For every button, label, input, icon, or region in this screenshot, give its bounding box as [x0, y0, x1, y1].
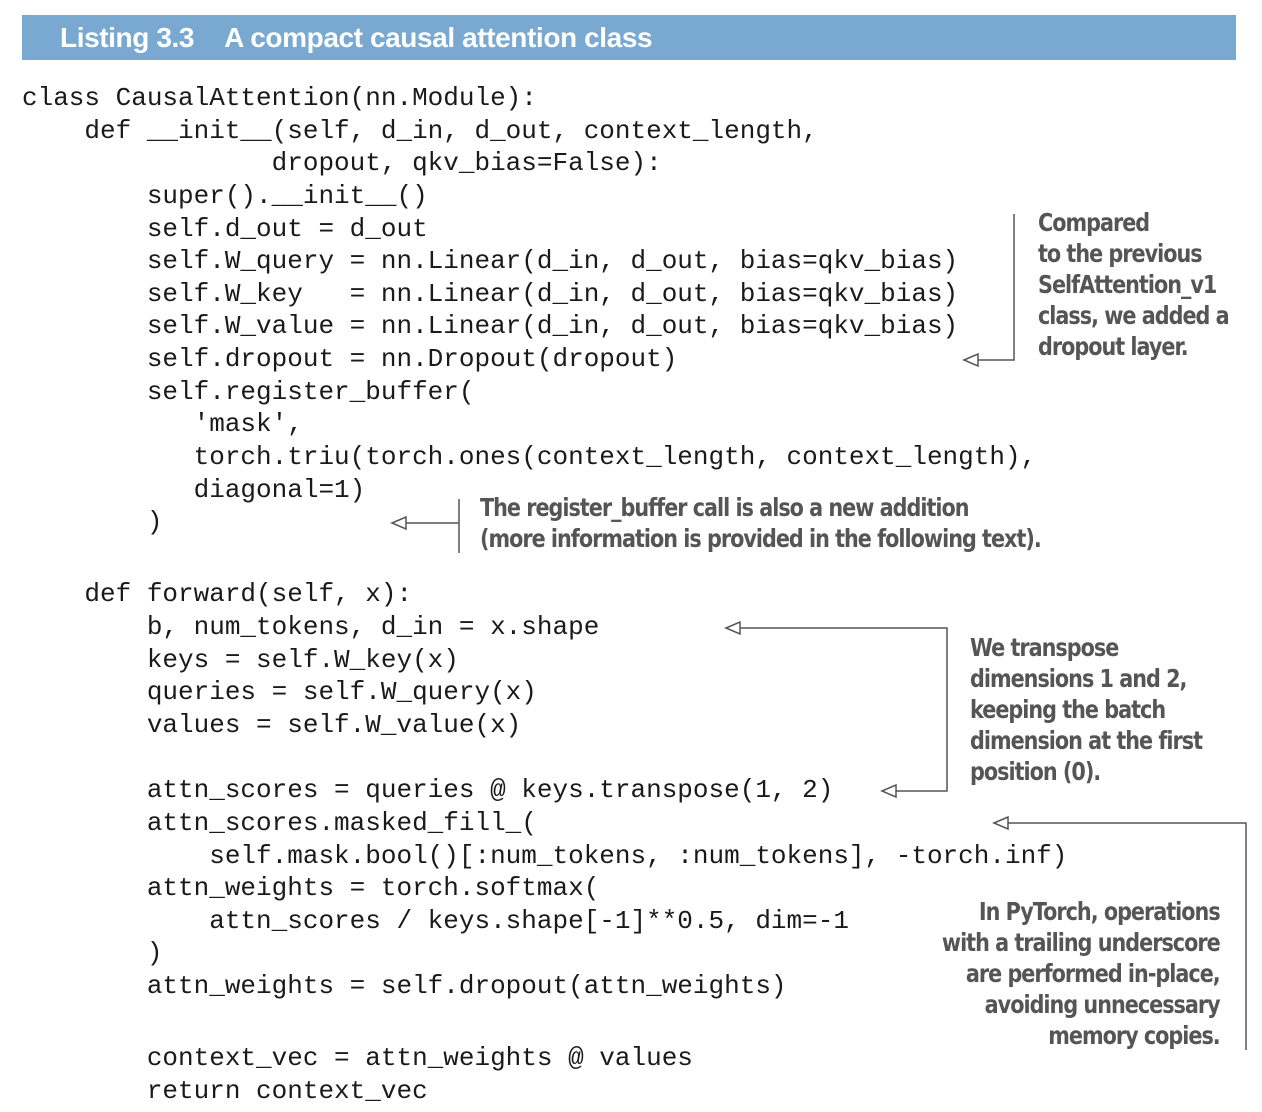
code-line: b, num_tokens, d_in = x.shape — [22, 612, 600, 642]
code-line: attn_weights = self.dropout(attn_weights… — [22, 971, 787, 1001]
code-line: torch.triu(torch.ones(context_length, co… — [22, 442, 1037, 472]
transpose-callout-line — [740, 627, 948, 792]
buffer-arrow-icon — [390, 515, 407, 531]
code-line: dropout, qkv_bias=False): — [22, 148, 662, 178]
transpose-annotation: We transpose dimensions 1 and 2, keeping… — [970, 633, 1203, 786]
inplace-arrow-icon — [992, 815, 1009, 831]
code-line: ) — [22, 938, 163, 968]
dropout-annotation: Compared to the previous SelfAttention_v… — [1038, 208, 1230, 361]
code-line: self.mask.bool()[:num_tokens, :num_token… — [22, 841, 1068, 871]
dropout-callout-line — [978, 214, 1015, 361]
code-line: super().__init__() — [22, 181, 428, 211]
code-line: self.W_key = nn.Linear(d_in, d_out, bias… — [22, 279, 959, 309]
dropout-arrow-icon — [962, 352, 979, 368]
code-line: ) — [22, 507, 163, 537]
inplace-annotation: In PyTorch, operations with a trailing u… — [942, 897, 1221, 1050]
code-line: diagonal=1) — [22, 475, 366, 505]
code-line: context_vec = attn_weights @ values — [22, 1043, 693, 1073]
code-line: attn_scores / keys.shape[-1]**0.5, dim=-… — [22, 906, 849, 936]
code-line: attn_scores.masked_fill_( — [22, 808, 537, 838]
code-line: queries = self.W_query(x) — [22, 677, 537, 707]
code-line: self.W_query = nn.Linear(d_in, d_out, bi… — [22, 246, 959, 276]
code-line: class CausalAttention(nn.Module): — [22, 83, 537, 113]
transpose-bottom-arrow-icon — [880, 783, 897, 799]
code-line: attn_scores = queries @ keys.transpose(1… — [22, 775, 834, 805]
code-line: self.W_value = nn.Linear(d_in, d_out, bi… — [22, 311, 959, 341]
code-line: self.d_out = d_out — [22, 214, 428, 244]
transpose-top-arrow-icon — [724, 620, 741, 636]
code-line: return context_vec — [22, 1076, 428, 1106]
listing-title: A compact causal attention class — [224, 21, 653, 53]
code-line: attn_weights = torch.softmax( — [22, 873, 600, 903]
code-line: values = self.W_value(x) — [22, 710, 522, 740]
code-line: self.register_buffer( — [22, 377, 475, 407]
code-line: def forward(self, x): — [22, 579, 413, 609]
code-line: self.dropout = nn.Dropout(dropout) — [22, 344, 678, 374]
listing-header: Listing 3.3 A compact causal attention c… — [22, 15, 1236, 60]
listing-number: Listing 3.3 — [60, 21, 195, 53]
register-buffer-annotation: The register_buffer call is also a new a… — [480, 493, 1042, 553]
code-line: 'mask', — [22, 409, 303, 439]
code-line: keys = self.W_key(x) — [22, 645, 459, 675]
code-line: def __init__(self, d_in, d_out, context_… — [22, 116, 818, 146]
